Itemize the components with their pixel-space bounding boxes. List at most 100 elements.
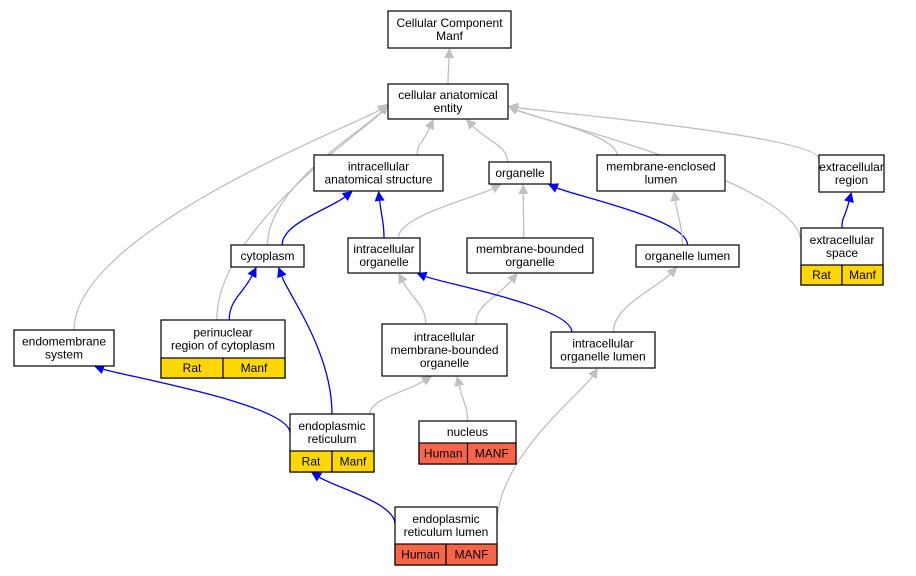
edge-part_of-er-to-endomem bbox=[103, 368, 291, 434]
node-label-line: anatomical structure bbox=[324, 173, 432, 187]
edge-arrowhead bbox=[374, 191, 385, 202]
edge-is_a-cae-to-root bbox=[447, 57, 450, 85]
edge-arrowhead bbox=[518, 184, 529, 195]
node-label-line: intracellular bbox=[353, 242, 414, 256]
node-label-line: reticulum bbox=[308, 432, 357, 446]
node-label-line: nucleus bbox=[447, 425, 488, 439]
edge-arrowhead bbox=[454, 376, 465, 387]
edge-arrowhead bbox=[508, 105, 520, 115]
node-label-line: region bbox=[835, 173, 868, 187]
edge-arrowhead bbox=[398, 273, 408, 285]
node-label-line: organelle lumen bbox=[645, 249, 730, 263]
tag-label: MANF bbox=[455, 548, 489, 562]
tag-label: Human bbox=[424, 447, 463, 461]
edge-arrowhead bbox=[311, 472, 323, 482]
edge-arrowhead bbox=[377, 104, 388, 115]
node-label-line: intracellular bbox=[414, 330, 475, 344]
edge-is_a-intorg-to-organelle bbox=[397, 188, 493, 239]
edge-arrowhead bbox=[416, 271, 428, 282]
node-box bbox=[488, 161, 552, 185]
node-box bbox=[635, 244, 740, 268]
node-label-line: cytoplasm bbox=[240, 249, 294, 263]
annotation-tag: MANF bbox=[445, 543, 498, 566]
edge-part_of-erl-to-er bbox=[319, 476, 396, 525]
node-organelle[interactable]: organelle bbox=[488, 161, 552, 185]
node-label-line: endoplasmic bbox=[412, 512, 479, 526]
edge-is_a-perinuc-to-cae bbox=[216, 111, 383, 321]
node-cytoplasm[interactable]: cytoplasm bbox=[230, 244, 305, 268]
tag-label: Manf bbox=[849, 268, 876, 282]
node-label-line: lumen bbox=[645, 173, 678, 187]
node-label-line: intracellular bbox=[348, 160, 409, 174]
node-label-line: membrane-enclosed bbox=[606, 160, 715, 174]
annotation-tag: Rat bbox=[160, 357, 224, 379]
tag-label: Rat bbox=[302, 455, 321, 469]
edge-is_a-erl-to-iol bbox=[496, 376, 593, 525]
edge-arrowhead bbox=[466, 119, 477, 130]
node-box bbox=[466, 237, 594, 274]
node-box bbox=[387, 10, 512, 49]
node-label-line: organelle bbox=[420, 356, 470, 370]
edge-arrowhead bbox=[844, 192, 854, 203]
node-label-line: perinuclear bbox=[193, 326, 252, 340]
edge-arrowhead bbox=[94, 364, 106, 374]
node-label-line: membrane-bounded bbox=[390, 343, 498, 357]
node-label-line: extracellular bbox=[810, 233, 875, 247]
edge-arrowhead bbox=[588, 368, 598, 380]
node-label-line: system bbox=[45, 348, 83, 362]
edge-arrowhead bbox=[547, 183, 560, 193]
edge-arrowhead bbox=[507, 273, 518, 284]
edge-arrowhead bbox=[247, 267, 257, 279]
edge-arrowhead bbox=[420, 376, 432, 386]
tag-label: Rat bbox=[812, 268, 831, 282]
tag-cell bbox=[445, 543, 498, 566]
edge-arrowhead bbox=[424, 119, 435, 131]
tag-label: MANF bbox=[475, 447, 509, 461]
edge-arrowhead bbox=[444, 48, 455, 59]
annotation-tag: Human bbox=[418, 442, 469, 465]
tag-label: Manf bbox=[241, 361, 268, 375]
annotation-tag: Human bbox=[394, 543, 447, 566]
edge-part_of-orglumen-to-organelle bbox=[556, 187, 689, 246]
tag-cell bbox=[222, 357, 286, 379]
node-box bbox=[818, 154, 885, 193]
annotation-tag: Manf bbox=[222, 357, 286, 379]
node-orglumen[interactable]: organelle lumen bbox=[635, 244, 740, 268]
node-label-line: entity bbox=[434, 101, 463, 115]
edge-arrowhead bbox=[666, 267, 678, 278]
tag-cell bbox=[841, 264, 884, 286]
node-box bbox=[596, 154, 726, 192]
node-label-line: endoplasmic bbox=[298, 419, 365, 433]
edge-is_a-organelle-to-cae bbox=[472, 125, 509, 163]
annotation-tag: Rat bbox=[800, 264, 843, 286]
node-label-line: organelle bbox=[359, 255, 409, 269]
edge-arrowhead bbox=[341, 191, 353, 202]
edge-is_a-orglumen-to-mel bbox=[674, 200, 683, 246]
node-label-line: intracellular bbox=[572, 337, 633, 351]
node-label-line: membrane-bounded bbox=[476, 242, 584, 256]
edge-is_a-endomem-to-cae bbox=[73, 109, 381, 331]
edge-is_a-nucleus-to-imbo bbox=[458, 385, 469, 422]
edge-is_a-imbo-to-intorg bbox=[402, 281, 427, 325]
node-label-line: cellular anatomical bbox=[398, 88, 497, 102]
edge-is_a-extreg-to-cae bbox=[517, 107, 820, 160]
node-label-line: Cellular Component bbox=[396, 16, 503, 30]
node-label-line: reticulum lumen bbox=[404, 525, 489, 539]
edge-is_a-ias-to-cae bbox=[416, 127, 431, 156]
